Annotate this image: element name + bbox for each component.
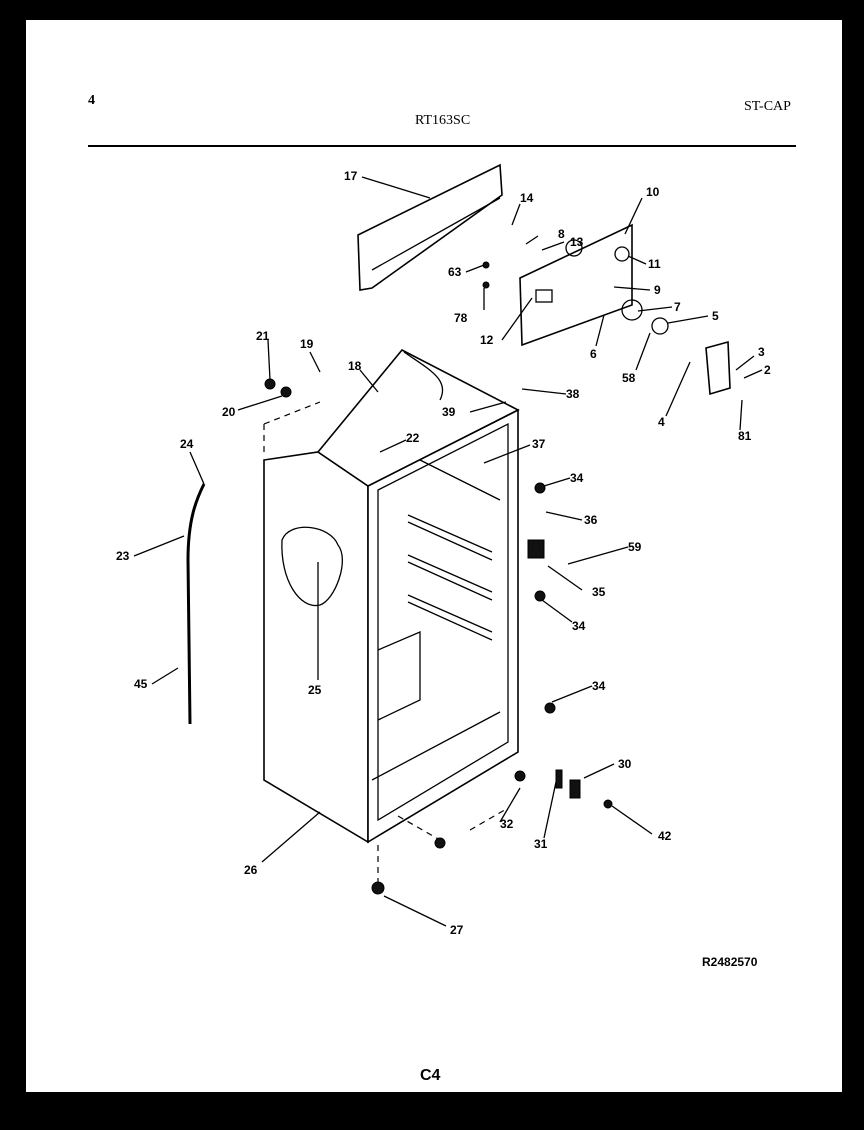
callout-label: 34 [570, 471, 584, 485]
callout-labels: 17 14 8 13 10 11 63 9 78 7 12 5 6 58 3 2… [116, 169, 771, 937]
reference-code: R2482570 [702, 955, 758, 969]
callout-label: 8 [558, 227, 565, 241]
thermostat [621, 299, 731, 396]
callout-label: 27 [450, 923, 464, 937]
callout-label: 78 [454, 311, 468, 325]
callout-label: 34 [592, 679, 606, 693]
callout-label: 38 [566, 387, 580, 401]
callout-label: 24 [180, 437, 194, 451]
callout-label: 17 [344, 169, 358, 183]
callout-label: 59 [628, 540, 642, 554]
callout-label: 19 [300, 337, 314, 351]
callout-label: 63 [448, 265, 462, 279]
callout-label: 58 [622, 371, 636, 385]
callout-label: 81 [738, 429, 752, 443]
callout-label: 25 [308, 683, 322, 697]
breaker-bracket [357, 163, 503, 291]
callout-label: 34 [572, 619, 586, 633]
callout-label: 5 [712, 309, 719, 323]
header-rule [88, 145, 796, 147]
callout-label: 35 [592, 585, 606, 599]
drain-tube [186, 483, 206, 725]
callout-label: 14 [520, 191, 534, 205]
callout-label: 4 [658, 415, 665, 429]
callout-label: 9 [654, 283, 661, 297]
callout-label: 20 [222, 405, 236, 419]
callout-label: 23 [116, 549, 130, 563]
callout-label: 45 [134, 677, 148, 691]
callout-label: 11 [648, 257, 661, 271]
callout-label: 37 [532, 437, 546, 451]
callout-label: 31 [534, 837, 548, 851]
cabinet-body [263, 348, 520, 844]
callout-label: 2 [764, 363, 771, 377]
callout-label: 13 [570, 235, 584, 249]
callout-label: 22 [406, 431, 420, 445]
callout-label: 21 [256, 329, 270, 343]
callout-label: 32 [500, 817, 514, 831]
callout-label: 26 [244, 863, 258, 877]
leader-lines [133, 176, 763, 927]
callout-label: 39 [442, 405, 456, 419]
callout-label: 6 [590, 347, 597, 361]
callout-label: 42 [658, 829, 672, 843]
callout-label: 36 [584, 513, 598, 527]
callout-label: 7 [674, 300, 681, 314]
callout-label: 30 [618, 757, 632, 771]
section-code: ST-CAP [744, 99, 791, 114]
model-number: RT163SC [415, 113, 471, 128]
page-number: 4 [88, 93, 95, 108]
callout-label: 18 [348, 359, 362, 373]
page-code: C4 [420, 1067, 441, 1084]
callout-label: 10 [646, 185, 660, 199]
callout-label: 12 [480, 333, 494, 347]
callout-label: 3 [758, 345, 765, 359]
